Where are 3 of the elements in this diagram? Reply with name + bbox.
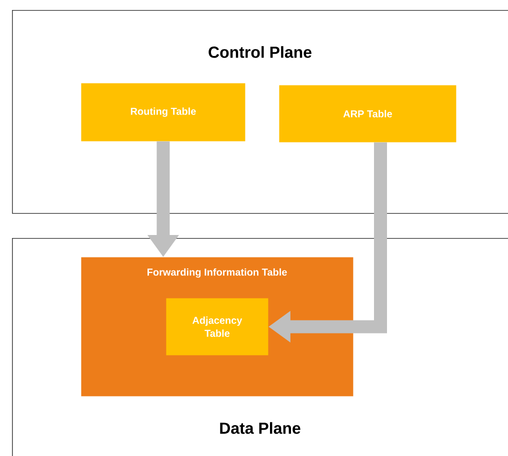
table-box: ARP Table: [279, 85, 456, 142]
table-box: Adjacency Table: [166, 298, 268, 356]
table-box: Routing Table: [81, 83, 246, 142]
